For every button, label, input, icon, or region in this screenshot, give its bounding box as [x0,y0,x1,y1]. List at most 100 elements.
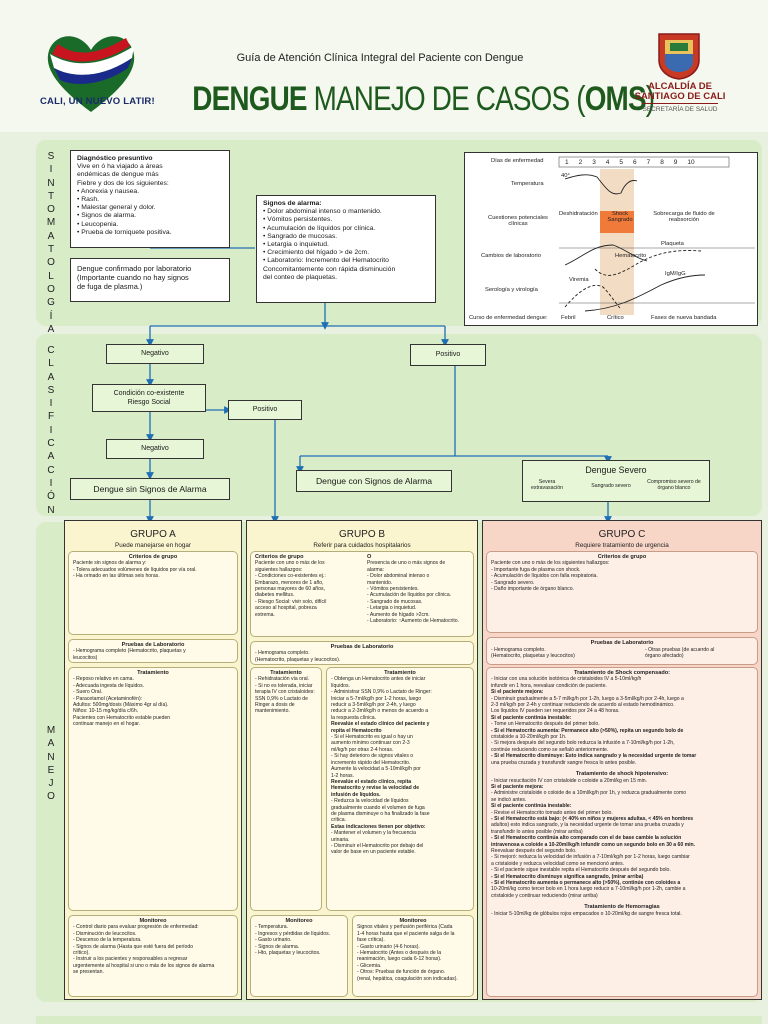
grupo-b-tratamiento-left-list-line: Ringer a dosis de [255,702,295,709]
chart-row-clinical: Cuestiones potenciales clínicas [488,215,548,227]
grupo-b-monitoreo-right-list-line: - Otros: Pruebas de función de órgano. [357,969,446,976]
condicion-box: Condición co-existente Riesgo Social [92,384,206,412]
alarma-title: Signos de alarma: [263,200,322,207]
grupo-b-criterios-right-list-line: - Laboratorio: ↑Aumento de Hematocrito. [367,618,460,625]
grupo-a-title: GRUPO A [130,529,176,540]
grupo-b-tratamiento-right: Tratamiento - Obtenga un Hematocrito ant… [326,667,474,911]
section-label-letter: O [47,791,55,803]
chart-temp-label: 40° [561,173,570,179]
chart-phase-2: Crítico [607,315,624,321]
grupo-c-hipotensivo-list-line: - Administre cristaloide o coloide de a … [491,790,687,797]
chart-row-temp: Temperatura [511,181,544,187]
grupo-b-tratamiento-right-list-line: ml/kg/h por otras 2-4 horas. [331,746,394,753]
grupo-a-criterios-list: Paciente sin signos de alarma y:- Tolera… [73,560,233,579]
alarma-line: • Vómitos persistentes. [263,216,333,224]
grupo-b-tratamiento-right-list-line: 1-2 horas. [331,772,354,779]
negativo-box-1: Negativo [106,344,204,364]
condicion-line2: Riesgo Social [127,399,171,406]
grupo-c-hipotensivo-list-line: cristaloide y continuar reduciendo (mira… [491,892,598,899]
chart-day-label: 10 [687,159,695,166]
diagnostico-title: Diagnóstico presuntivo [77,155,153,162]
grupo-c-hemorragias-list: - Iniciar 5-10ml/kg de glóbulos rojos em… [491,911,753,917]
grupo-b-monitoreo-left-list: - Temperatura.- Ingresos y pérdidas de l… [255,924,343,956]
grupo-b-criterios: Criterios de grupo Paciente con uno o má… [250,551,474,637]
grupo-c-compensado-list-line: - Iniciar con una solución isotónica de … [491,676,642,683]
chart-day-label: 4 [605,159,610,166]
grupo-b-tratamiento-right-list-line: reducir a 2-3ml/kg/h o menos de acuerdo … [331,708,429,715]
confirmado-box: Dengue confirmado por laboratorio(Import… [70,258,230,302]
city-crest-icon [658,33,700,80]
grupo-c-hipotensivo-list-line: adultos) esto indica sangrado, y la nece… [491,822,684,829]
grupo-b-tratamiento-right-list-line: de plasma disminuye o ha finalizado la f… [331,810,430,817]
grupo-a-tratamiento-list-line: Pacientes con Hematocrito estable pueden [73,714,171,721]
severo-item-1: Severa extravasación [530,479,563,492]
grupo-b-monitoreo-right-list-line: - Hematocrito (Antes o después de la [357,950,442,957]
section-label-letter: O [47,257,55,269]
section-label-letter: G [47,297,55,309]
grupo-b-tratamiento-right-list-line: Hematocrito y revise la velocidad de [331,785,420,792]
section-label-letter: I [49,477,53,489]
chart-clinical-2: Shock Sangrado [607,211,633,223]
grupo-b-criterios-left-list-line: siguientes hallazgos: [255,566,303,573]
grupo-b-monitoreo-left-list-line: - Gasto urinario. [255,937,292,944]
grupo-c-pruebas-right-list-line: - Otras pruebas (de acuerdo al [645,647,715,653]
confirmado-lines: Dengue confirmado por laboratorio(Import… [77,264,223,291]
severo-item-3: Compromiso severo de órgano blanco [647,479,701,492]
grupo-b-pruebas-list-line: (Hematocrito, plaquetas y leucocitos). [255,656,341,663]
section-label-letter: C [47,438,55,450]
grupo-c-hipotensivo-list-line: - Si el paciente sigue inestable repita … [491,867,671,874]
grupo-b-tratamiento-right-list-line: - Obtenga un Hematocrito antes de inicia… [331,676,426,683]
grupo-a-tratamiento-list-line: - Adecuada ingesta de líquidos. [73,682,145,689]
grupo-a-monitoreo-list-line: - Control diario para evaluar progresión… [73,924,199,931]
grupo-c-hipotensivo-list-line: 10-20ml/kg como tercer bolo en 1 hora lu… [491,886,686,893]
grupo-a-monitoreo-list-line: - Instruir a los pacientes y responsable… [73,956,188,963]
grupo-a-column: GRUPO A Puede manejarse en hogar Criteri… [64,520,242,1000]
grupo-b-criterios-left-list-line: Embarazo, menores de 1 año, [255,579,324,586]
grupo-a-monitoreo-list-line: urgentemente al hospital si uno o más de… [73,962,215,969]
section-label-letter: C [47,345,55,356]
grupo-c-compensado-list-line: Si el paciente mejora: [491,689,544,696]
grupo-b-tratamiento-right-list-line: - Mantener el volumen y la frecuencia [331,830,416,837]
grupo-c-compensado-list: - Iniciar con una solución isotónica de … [491,676,753,766]
grupo-b-criterios-right-list-line: - Aumento de hígado >2cm. [367,611,430,618]
grupo-b-pruebas-title: Pruebas de Laboratorio [330,644,394,650]
section-label-letter: S [47,151,55,162]
grupo-a-criterios-list-line: Paciente sin signos de alarma y: [73,560,147,567]
chart-serology-2: IgM/IgG [665,271,686,277]
alarma-line: • Acumulación de líquidos por clínica. [263,224,376,232]
grupo-b-tratamiento-right-list-line: - Si el Hematocrito es igual o hay un [331,734,413,741]
section-label-letter: Í [49,310,53,322]
grupo-b-criterios-left-list-line: acceso al hospital, pobreza [255,605,317,612]
grupo-b-criterios-right-list-line: Presencia de uno o más signos de [367,560,446,567]
alarma-line: • Letargia o inquietud. [263,241,329,249]
grupo-c-compensado-list-line: cristaloide a 10-20ml/kg/h por 1h. [491,734,567,741]
grupo-c-hipotensivo-list-line: intravenosa a coloide a 10-20ml/kg/h inf… [491,841,696,848]
grupo-a-tratamiento-list-line: Niños: 10-15 mg/kg/día c/6h. [73,708,139,715]
grupo-b-tratamiento-right-list-line: valor de base en un paciente estable. [331,849,416,856]
alarma-line: del conteo de plaquetas. [263,273,338,281]
grupo-c-compensado-list-line: - Tome un Hematocrito después del primer… [491,721,600,728]
section-label-letter: N [47,504,55,516]
section-label-letter: A [47,230,55,242]
grupo-c-compensado-title: Tratamiento de Shock compensado: [573,670,671,676]
section-label-letter: C [47,464,55,476]
grupo-c-pruebas-left-list: - Hemograma completo.(Hematocrito, plaqu… [491,647,641,660]
diagnostico-line: • Anorexia y nausea. [77,187,140,195]
chart-clinical-1: Deshidratación [559,211,598,217]
grupo-c-criterios-list-line: - Importante fuga de plasma con shock. [491,566,581,573]
grupo-b-criterios-left-list-line: extrema. [255,611,275,618]
confirmado-line: de fuga de plasma.) [77,282,143,291]
grupo-b-title: GRUPO B [338,529,386,540]
grupo-c-hipotensivo-list-line: a cristaloide y reduzca velocidad como s… [491,860,625,867]
confirmado-line: Dengue confirmado por laboratorio [77,264,192,273]
grupo-b-criterios-right-list-line: - Vómitos persistentes. [367,586,419,593]
grupo-a-monitoreo: Monitoreo - Control diario para evaluar … [68,915,238,997]
diagnostico-line: Vive en ó ha viajado a áreas [77,163,163,171]
grupo-a-pruebas-list: - Hemograma completo (Hematocrito, plaqu… [73,648,233,661]
grupo-b-tratamiento-left-list: - Rehidratación vía oral.- Si no es tole… [255,676,317,714]
section-label-letter: S [47,384,55,396]
chart-row-lab: Cambios de laboratorio [481,253,541,259]
grupo-b-monitoreo-right-list-line: - Glicemia. [357,962,382,969]
